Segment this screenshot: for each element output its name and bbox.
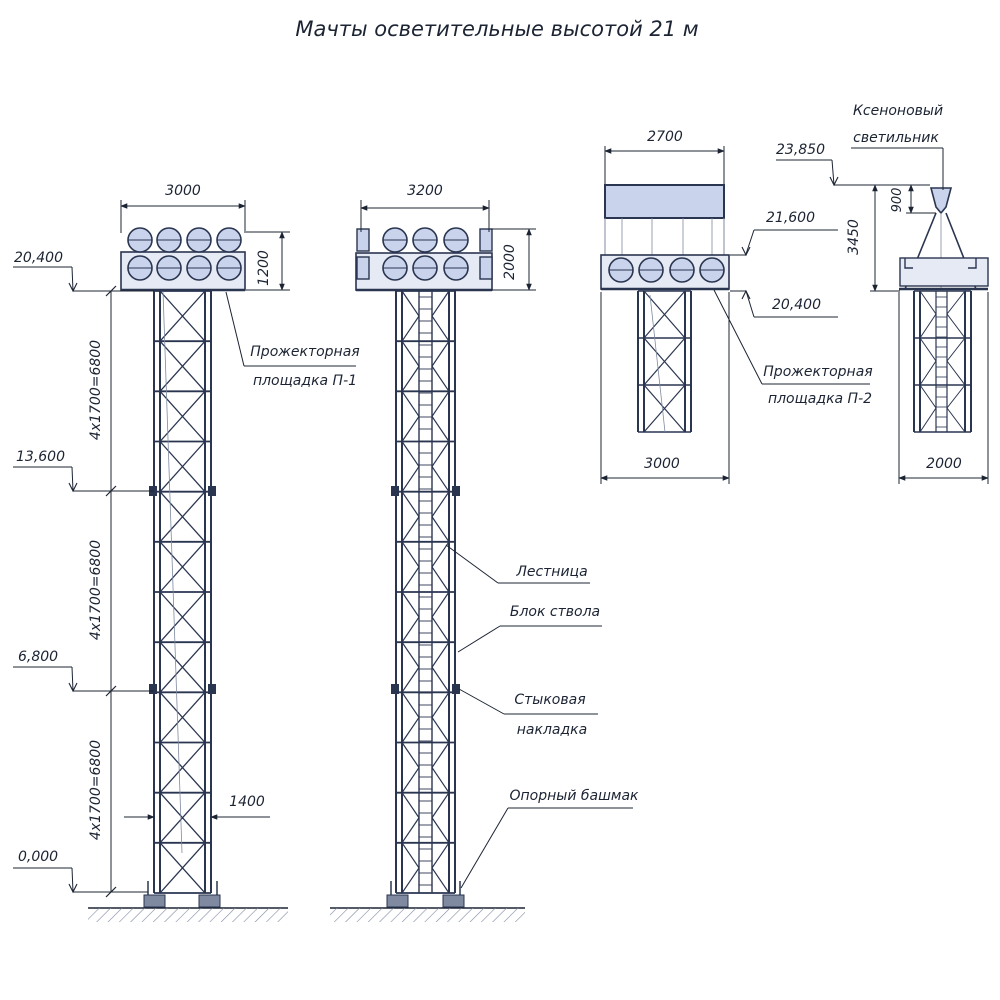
mast-2-lattice — [386, 290, 465, 908]
detail-p2-width-top: 2700 — [647, 129, 683, 145]
detail-p2-label-2: площадка П-2 — [768, 391, 872, 407]
mast-1-platform-label-2: площадка П-1 — [253, 373, 357, 389]
mast-1-floodlights — [120, 227, 246, 292]
detail-p2-width-bottom: 3000 — [644, 456, 680, 472]
mast-1-level-mid1: 13,600 — [16, 449, 65, 465]
mast-1-section-low: 4x1700=6800 — [88, 740, 104, 840]
detail-p2-label-1: Прожекторная — [763, 364, 872, 380]
mast-1-platform-height: 1200 — [256, 250, 272, 286]
xenon-label-1: Ксеноновый — [853, 103, 943, 119]
xenon-level-top: 23,850 — [776, 142, 825, 158]
drawing-title: Мачты осветительные высотой 21 м — [295, 17, 698, 41]
joint-plate-label-1: Стыковая — [514, 692, 585, 708]
detail-p2-level-bottom: 20,400 — [772, 297, 821, 313]
xenon-label-2: светильник — [853, 130, 939, 146]
detail-p2-level-top: 21,600 — [766, 210, 815, 226]
xenon-lamp-height: 900 — [890, 188, 905, 213]
support-shoe-label: Опорный башмак — [509, 788, 639, 804]
mast-2-width-top: 3200 — [407, 183, 443, 199]
shaft-block-label: Блок ствола — [510, 604, 600, 620]
mast-1-level-base: 0,000 — [18, 849, 58, 865]
ladder-label: Лестница — [515, 564, 587, 580]
ground-hatch — [88, 907, 525, 922]
xenon-width-bottom: 2000 — [926, 456, 962, 472]
mast-1-level-mid2: 6,800 — [18, 649, 58, 665]
xenon-total-height: 3450 — [846, 219, 862, 255]
mast-2-platform-height: 2000 — [502, 244, 518, 280]
mast-1-lattice — [143, 290, 221, 908]
xenon-lamp-detail — [899, 187, 989, 433]
mast-1-platform-label-1: Прожекторная — [250, 344, 359, 360]
joint-plate-label-2: накладка — [517, 722, 587, 738]
mast-2-floodlights — [355, 227, 493, 292]
mast-1-width-top: 3000 — [165, 183, 201, 199]
mast-1-level-top: 20,400 — [14, 250, 63, 266]
platform-p2-detail — [600, 184, 730, 433]
dimension-lines — [13, 146, 989, 898]
mast-1-shaft-width: 1400 — [229, 794, 265, 810]
mast-1-section-mid: 4x1700=6800 — [88, 540, 104, 640]
mast-1-section-top: 4x1700=6800 — [88, 340, 104, 440]
